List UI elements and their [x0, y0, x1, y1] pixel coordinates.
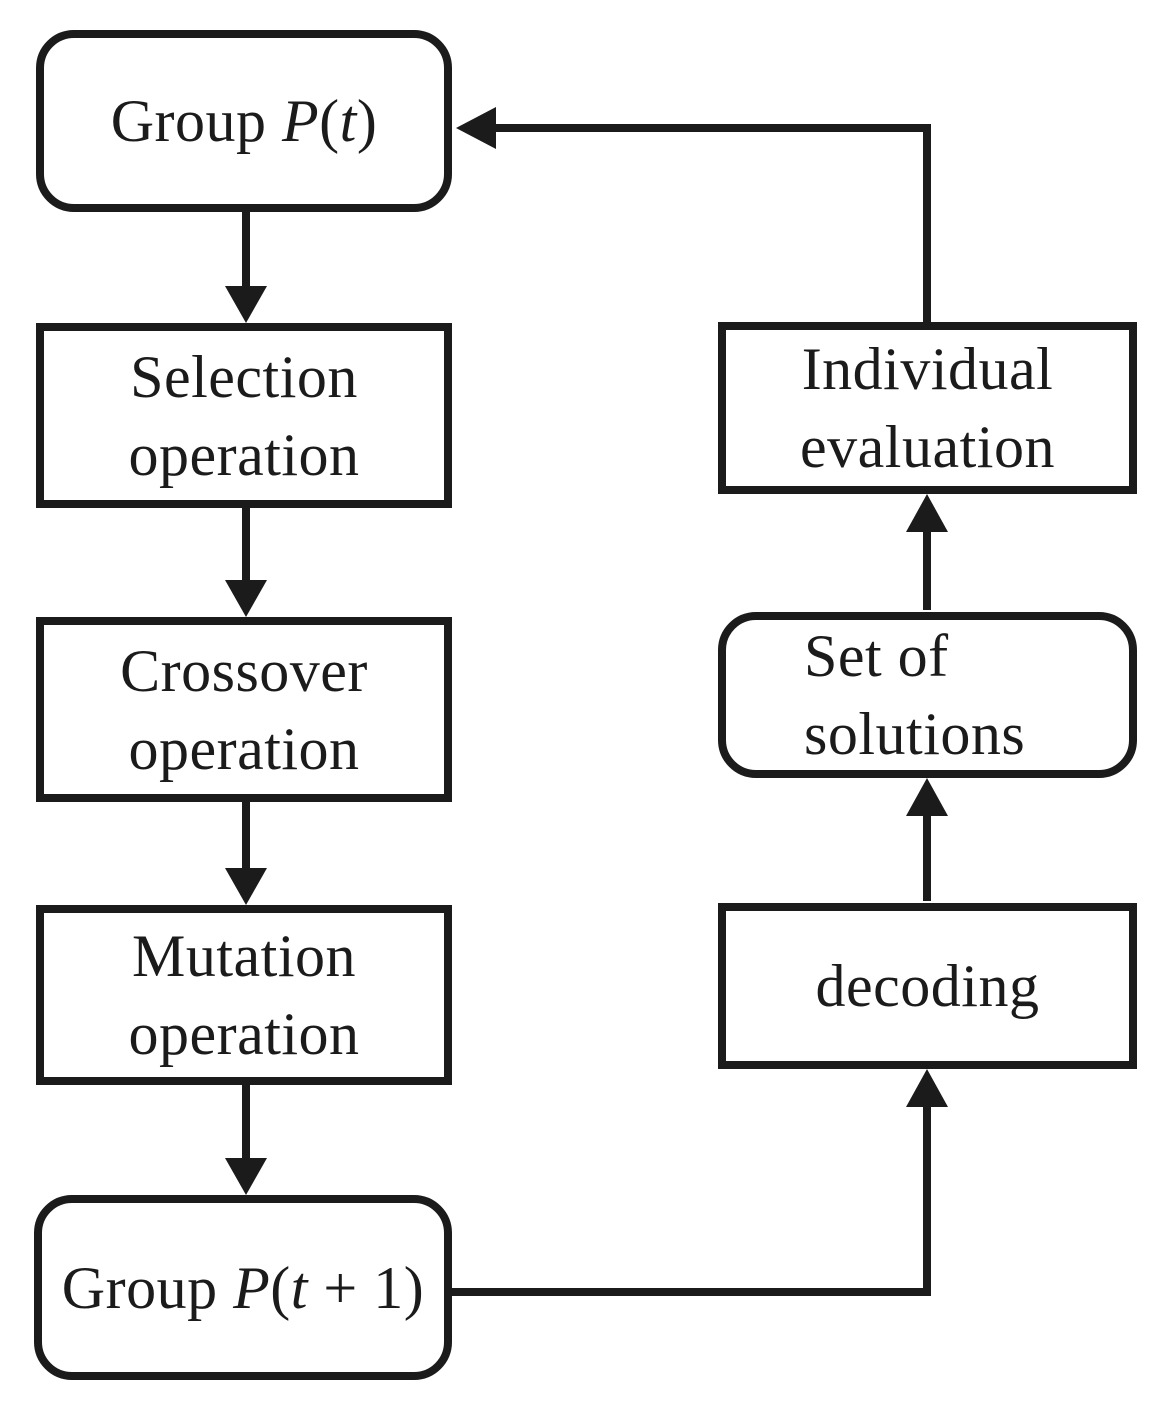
arrow-group-pt-to-selection [225, 210, 267, 323]
node-decoding: decoding [718, 903, 1137, 1069]
arrow-individual-evaluation-to-group-pt [456, 107, 931, 322]
node-mutation-operation-label-line1: Mutation [132, 923, 356, 989]
node-crossover-operation-label-line2: operation [128, 715, 360, 782]
node-set-of-solutions-label-line1: Set of [804, 623, 949, 689]
node-selection-operation-label-line1: Selection [130, 343, 358, 410]
node-crossover-operation-label-line1: Crossover [120, 637, 368, 704]
node-individual-evaluation-label-line2: evaluation [800, 414, 1055, 480]
arrow-decoding-to-set-of-solutions [906, 778, 948, 901]
node-set-of-solutions-label-line2: solutions [804, 701, 1026, 767]
node-group-pt1: Group P(t + 1) [34, 1195, 452, 1380]
arrow-group-pt1-to-decoding [452, 1069, 948, 1296]
arrow-mutation-to-group-pt1 [225, 1083, 267, 1195]
node-individual-evaluation-label-line1: Individual [801, 336, 1054, 402]
node-mutation-operation-label-line2: operation [128, 1001, 360, 1067]
arrow-crossover-to-mutation [225, 800, 267, 905]
node-group-pt1-label: Group P(t + 1) [61, 1254, 425, 1321]
node-decoding-label: decoding [815, 953, 1040, 1019]
node-crossover-operation: Crossover operation [36, 617, 452, 802]
node-mutation-operation: Mutation operation [36, 905, 452, 1085]
arrow-set-of-solutions-to-individual-evaluation [906, 494, 948, 610]
node-selection-operation: Selection operation [36, 323, 452, 508]
arrow-selection-to-crossover [225, 506, 267, 617]
node-selection-operation-label-line2: operation [128, 421, 360, 488]
node-group-pt-label: Group P(t) [110, 88, 378, 154]
node-group-pt: Group P(t) [36, 30, 452, 212]
node-individual-evaluation: Individual evaluation [718, 322, 1137, 494]
node-set-of-solutions: Set of solutions [718, 612, 1137, 778]
